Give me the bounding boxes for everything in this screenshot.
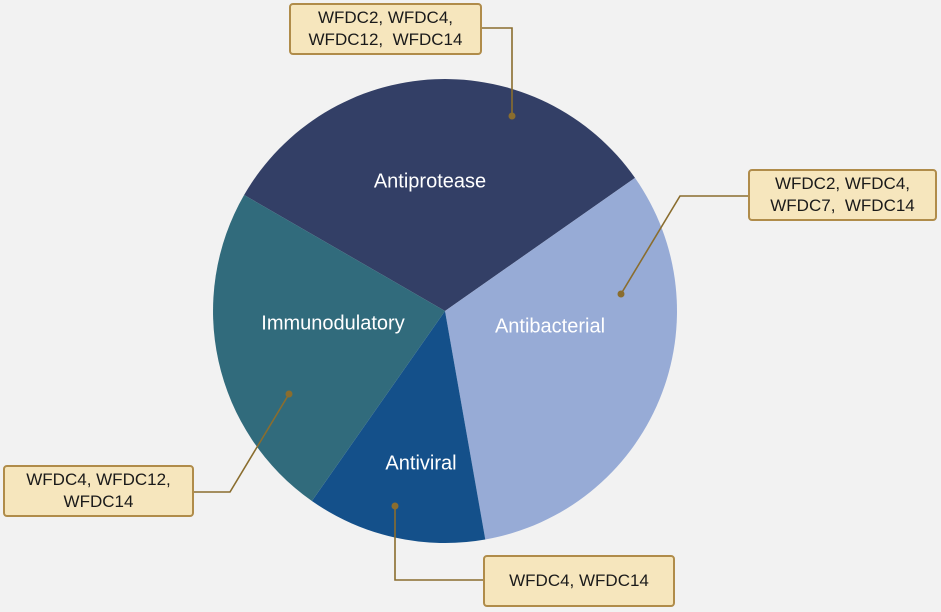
callout-antibacterial-line2: WFDC7, WFDC14 [770, 196, 915, 215]
connector-antibacterial [620, 195, 748, 295]
connector-dot-antiprotease [508, 112, 516, 120]
connector-dot-antiviral [391, 502, 399, 510]
wedge-label-antiviral: Antiviral [385, 452, 456, 474]
wedge-label-antiprotease: Antiprotease [374, 170, 486, 192]
connector-dot-antibacterial [617, 290, 625, 298]
connector-antiprotease [482, 27, 513, 116]
wedge-antibacterial [445, 177, 677, 540]
callout-antibacterial-line1: WFDC2, WFDC4, [774, 174, 911, 193]
connector-immunodulatory [194, 393, 290, 493]
callout-immunodulatory-line1: WFDC4, WFDC12, [26, 470, 171, 489]
callout-immunodulatory: WFDC4, WFDC12, WFDC14 [3, 465, 194, 517]
wedge-antiviral [311, 311, 486, 544]
connector-dot-immunodulatory [285, 390, 293, 398]
wedge-label-immunodulatory: Immunodulatory [261, 312, 404, 334]
callout-antiprotease-line2: WFDC12, WFDC14 [308, 30, 463, 49]
wedge-antiprotease [244, 79, 635, 311]
callout-antiprotease: WFDC2, WFDC4, WFDC12, WFDC14 [289, 3, 482, 55]
wedge-label-antibacterial: Antibacterial [495, 315, 605, 337]
callout-antibacterial: WFDC2, WFDC4, WFDC7, WFDC14 [748, 169, 937, 221]
callout-immunodulatory-line2: WFDC14 [63, 492, 134, 511]
callout-antiviral-line1: WFDC4, WFDC14 [509, 571, 649, 590]
connector-antiviral [394, 506, 484, 581]
callout-antiprotease-line1: WFDC2, WFDC4, [317, 8, 454, 27]
callout-antiviral: WFDC4, WFDC14 [483, 555, 675, 607]
